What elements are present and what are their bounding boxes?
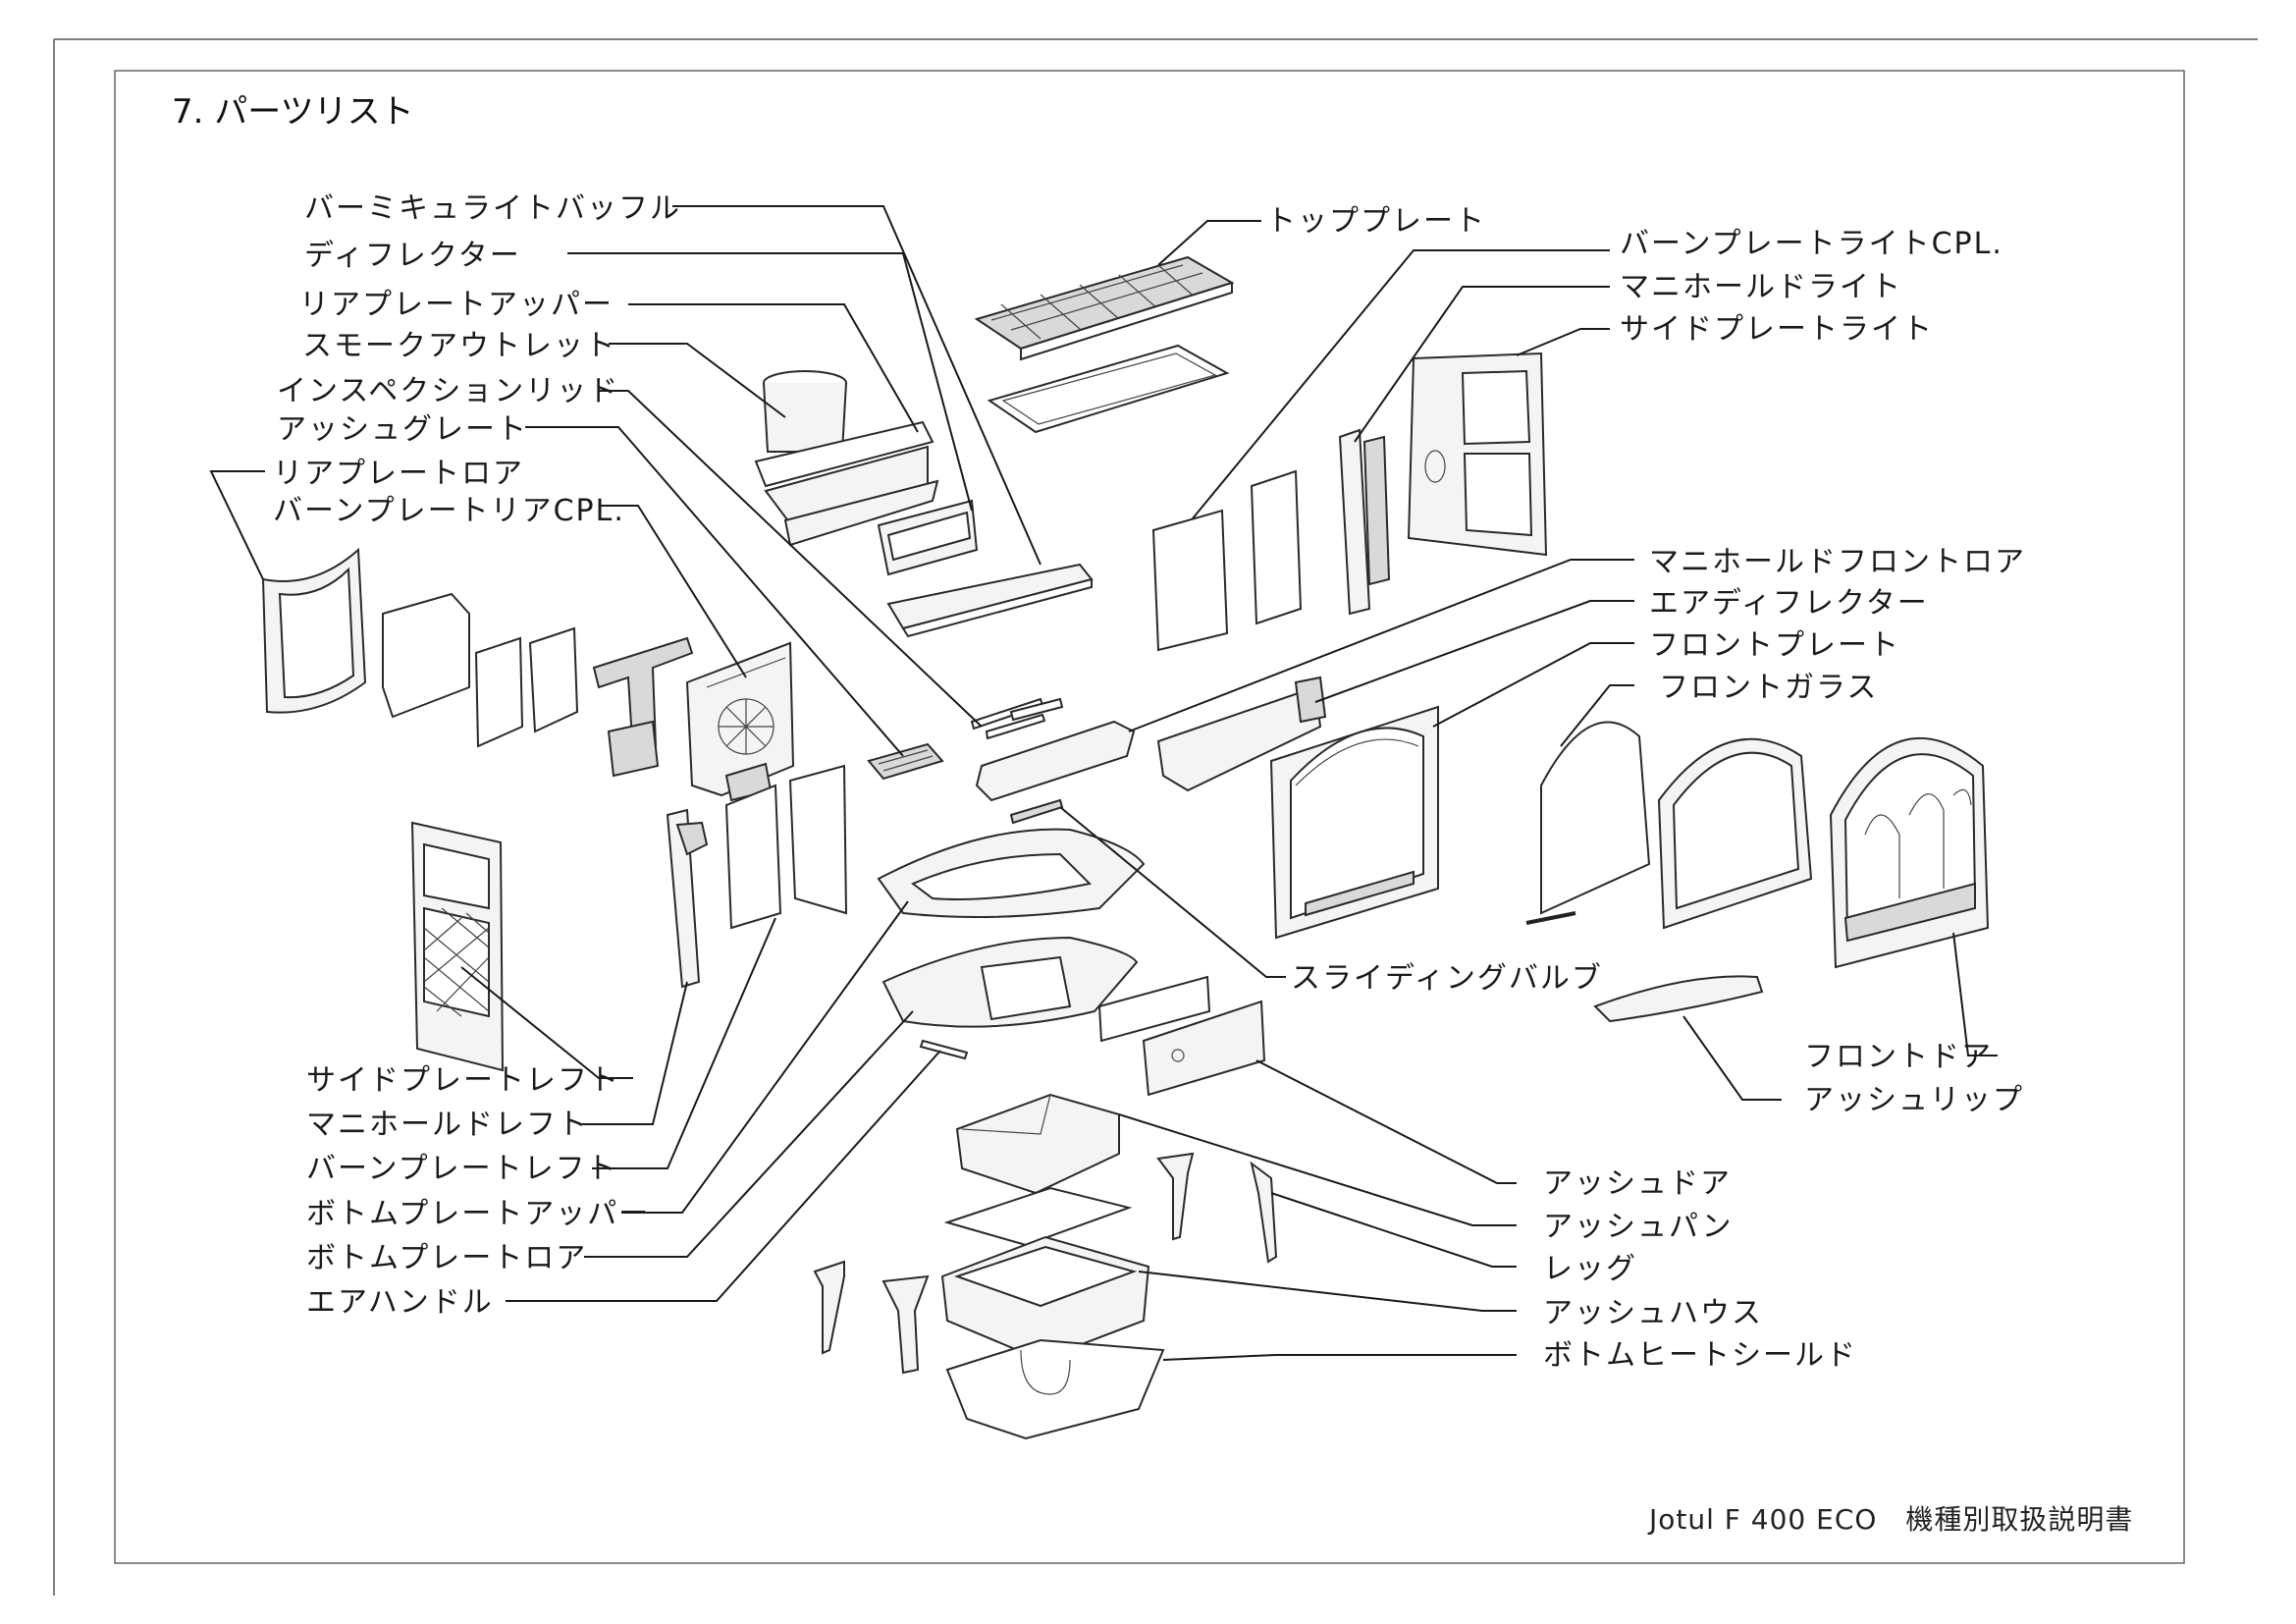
label-top-plate: トッププレート (1266, 204, 1486, 239)
label-ash-lip: アッシュリップ (1804, 1083, 2024, 1117)
label-manifold-front-lower: マニホールドフロントロア (1649, 545, 2026, 579)
label-bottom-plate-upper: ボトムプレートアッパー (306, 1197, 650, 1231)
ash-pan-illustration (955, 1093, 1120, 1195)
burn-plate-left-illustration (724, 764, 848, 930)
burn-plate-right-illustration (1151, 469, 1303, 652)
manifold-rear-illustration (592, 636, 694, 778)
rear-bricks-illustration (382, 592, 579, 748)
footer-manual-title: Jotul F 400 ECO 機種別取扱説明書 (1647, 1503, 2133, 1536)
label-burn-plate-rear: バーンプレートリアCPL. (273, 494, 625, 528)
part-labels: バーミキュライトバッフル ディフレクター リアプレートアッパー スモークアウトレ… (273, 191, 2026, 1373)
label-leg: レッグ (1543, 1252, 1637, 1286)
label-smoke-outlet: スモークアウトレット (302, 329, 616, 363)
inspection-lid-illustration (970, 697, 1046, 740)
label-front-plate: フロントプレート (1649, 628, 1900, 663)
bottom-plate-upper-illustration (877, 828, 1146, 918)
legs-illustration (813, 1152, 1278, 1375)
label-deflector: ディフレクター (304, 239, 521, 273)
label-air-deflector: エアディフレクター (1649, 586, 1929, 621)
side-plate-right-illustration (1407, 352, 1548, 557)
bottom-heat-shield-illustration (945, 1338, 1165, 1440)
burn-plate-rear-illustration (685, 641, 795, 802)
bottom-plate-lower-illustration (881, 936, 1139, 1028)
section-title: 7. パーツリスト (172, 92, 414, 132)
sliding-valve-illustration (1009, 798, 1064, 825)
ash-lip-illustration (1593, 975, 1764, 1023)
label-burn-plate-right: バーンプレートライトCPL. (1620, 227, 2003, 261)
label-rear-plate-upper: リアプレートアッパー (299, 288, 614, 322)
side-plate-left-illustration (410, 821, 505, 1072)
part-illustrations (261, 255, 1990, 1440)
front-glass-illustration (1525, 721, 1651, 925)
label-ash-grate: アッシュグレート (277, 412, 528, 447)
label-vermiculite-baffle: バーミキュライトバッフル (304, 191, 681, 226)
label-burn-plate-left: バーンプレートレフト (306, 1152, 618, 1186)
label-front-door: フロントドア (1804, 1040, 1993, 1074)
ash-pan-sheet-illustration (943, 1186, 1133, 1247)
label-side-plate-left: サイドプレートレフト (306, 1063, 620, 1098)
baffle-illustration (886, 563, 1094, 638)
front-plate-illustration (1269, 705, 1439, 940)
label-rear-plate-lower: リアプレートロア (273, 457, 524, 491)
air-deflector-illustration (1156, 676, 1327, 792)
page-frame (53, 38, 2258, 1596)
label-ash-pan: アッシュパン (1543, 1210, 1734, 1244)
ash-grate-illustration (867, 742, 944, 781)
front-door-illustration (1829, 736, 1990, 969)
air-handle-illustration (919, 1039, 969, 1060)
ash-house-illustration (940, 1235, 1150, 1362)
label-sliding-valve: スライディングバルブ (1291, 961, 1603, 996)
label-inspection-lid: インスペクションリッド (277, 374, 619, 408)
label-manifold-left: マニホールドレフト (306, 1108, 589, 1142)
manifold-right-illustration (1338, 428, 1391, 616)
leader-lines (209, 205, 1998, 1361)
label-ash-door: アッシュドア (1543, 1166, 1732, 1201)
label-front-glass: フロントガラス (1659, 671, 1878, 705)
top-plate-illustration (974, 255, 1235, 434)
label-side-plate-right: サイドプレートライト (1620, 312, 1934, 347)
front-glass-frame-illustration (1657, 737, 1813, 930)
deflector-illustration (877, 499, 979, 576)
manifold-left-illustration (666, 808, 709, 989)
label-bottom-plate-lower: ボトムプレートロア (306, 1241, 587, 1275)
ash-door-illustration (1097, 975, 1266, 1097)
label-ash-house: アッシュハウス (1543, 1296, 1763, 1330)
label-air-handle: エアハンドル (306, 1285, 494, 1320)
manifold-front-lower-illustration (975, 697, 1136, 802)
smoke-outlet-illustration (754, 370, 939, 547)
label-manifold-right: マニホールドライト (1620, 270, 1902, 304)
label-bottom-heat-shield: ボトムヒートシールド (1543, 1338, 1857, 1373)
rear-plate-lower-illustration (261, 547, 367, 714)
